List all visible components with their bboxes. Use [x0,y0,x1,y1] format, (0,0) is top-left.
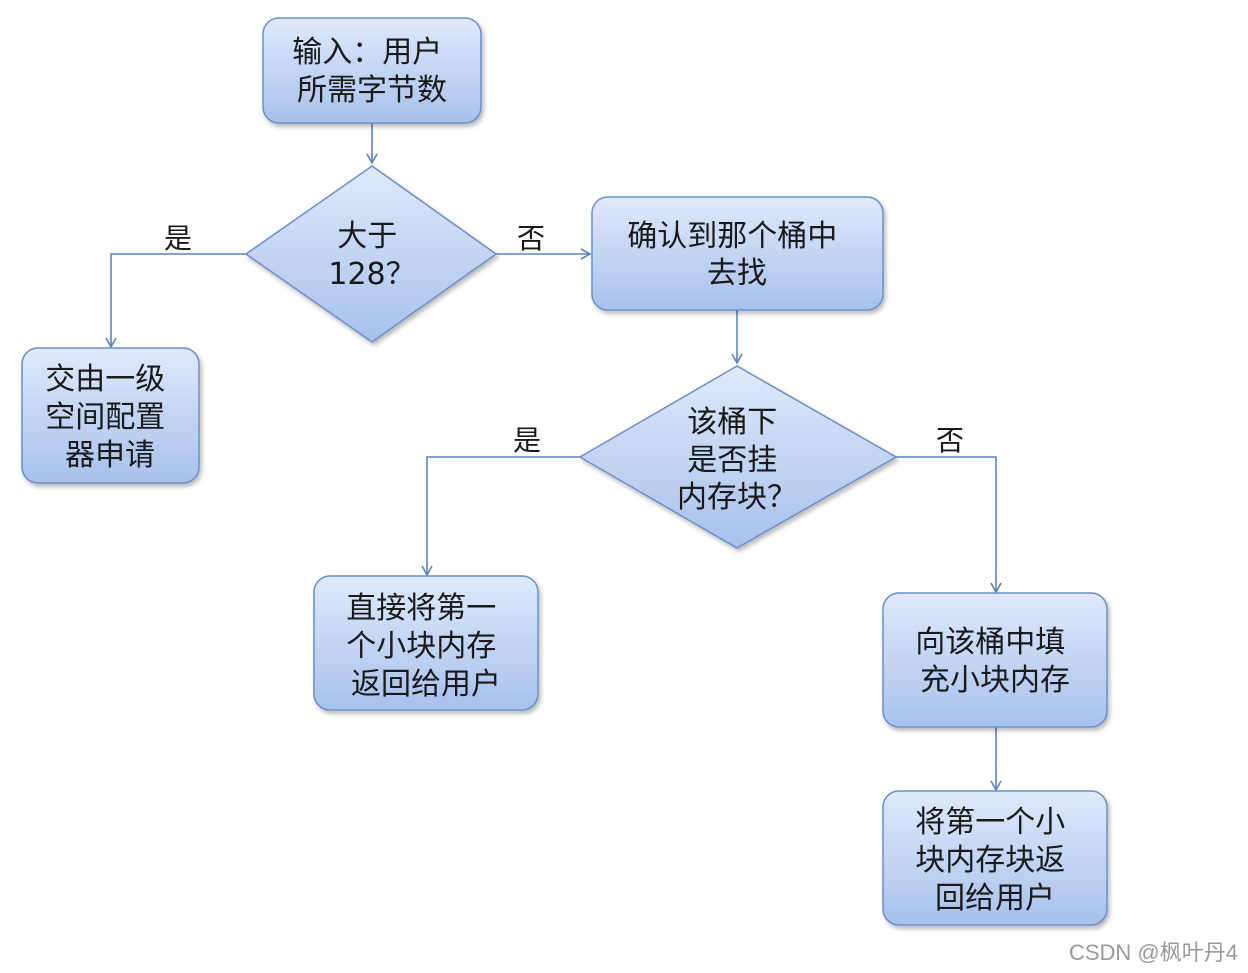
node-input-line-1: 输入：用户 [292,35,442,70]
edge-check-yes [105,253,246,349]
decision-has-memory-line-1: 该桶下 [687,405,777,440]
node-return-direct-line-2: 个小块内存 [346,629,496,664]
node-level1-line-2: 空间配置 [45,400,165,435]
decision-has-memory-line-3: 内存块？ [677,480,797,515]
svg-text:该桶下 是否挂 内存块？: 该桶下 是否挂 内存块？ [677,405,797,515]
edge-label-yes-1: 是 [164,222,192,255]
decision-check-128-line-2: 128？ [328,257,415,292]
node-level1-allocator: 交由一级 空间配置 器申请 [21,347,200,484]
node-find-bucket: 确认到那个桶中 去找 [591,196,884,311]
node-return-after-line-1: 将第一个小 [915,805,1065,840]
node-input: 输入：用户 所需字节数 [262,17,482,124]
node-refill-line-1: 向该桶中填 [915,625,1065,660]
node-return-after-line-3: 回给用户 [935,881,1055,916]
decision-check-128-line-1: 大于 [337,219,397,254]
node-return-after-refill: 将第一个小 块内存块返 回给用户 [882,790,1108,926]
svg-text:直接将第一 个小块内存 返回给用户: 直接将第一 个小块内存 返回给用户 [346,591,506,702]
decision-has-memory: 该桶下 是否挂 内存块？ [578,365,898,549]
node-return-direct: 直接将第一 个小块内存 返回给用户 [313,575,539,711]
node-refill-bucket: 向该桶中填 充小块内存 [882,592,1108,728]
svg-text:大于 128？: 大于 128？ [328,219,415,292]
edge-hasmem-no [896,456,1002,594]
node-level1-line-3: 器申请 [65,438,155,473]
node-return-direct-line-3: 返回给用户 [351,667,501,702]
svg-text:输入：用户 所需字节数: 输入：用户 所需字节数 [292,35,452,108]
edge-label-no-1: 否 [517,222,545,255]
edge-label-no-2: 否 [936,424,964,457]
node-refill-line-2: 充小块内存 [920,663,1070,698]
node-input-line-2: 所需字节数 [297,73,447,108]
node-find-bucket-line-1: 确认到那个桶中 [627,219,837,254]
svg-text:向该桶中填 充小块内存: 向该桶中填 充小块内存 [915,625,1075,698]
node-return-after-line-2: 块内存块返 [915,843,1065,878]
decision-check-128: 大于 128？ [244,165,498,343]
decision-has-memory-line-2: 是否挂 [687,443,777,478]
svg-text:交由一级 空间配置 器申请: 交由一级 空间配置 器申请 [45,362,175,473]
node-level1-line-1: 交由一级 [45,362,165,397]
node-find-bucket-line-2: 去找 [707,256,767,291]
node-return-direct-line-1: 直接将第一 [346,591,496,626]
svg-text:将第一个小 块内存块返 回给用户: 将第一个小 块内存块返 回给用户 [915,805,1075,916]
svg-text:确认到那个桶中 去找: 确认到那个桶中 去找 [627,219,847,291]
edge-label-yes-2: 是 [513,424,541,457]
edge-hasmem-yes [421,456,580,577]
watermark: CSDN @枫叶丹4 [1068,940,1238,965]
